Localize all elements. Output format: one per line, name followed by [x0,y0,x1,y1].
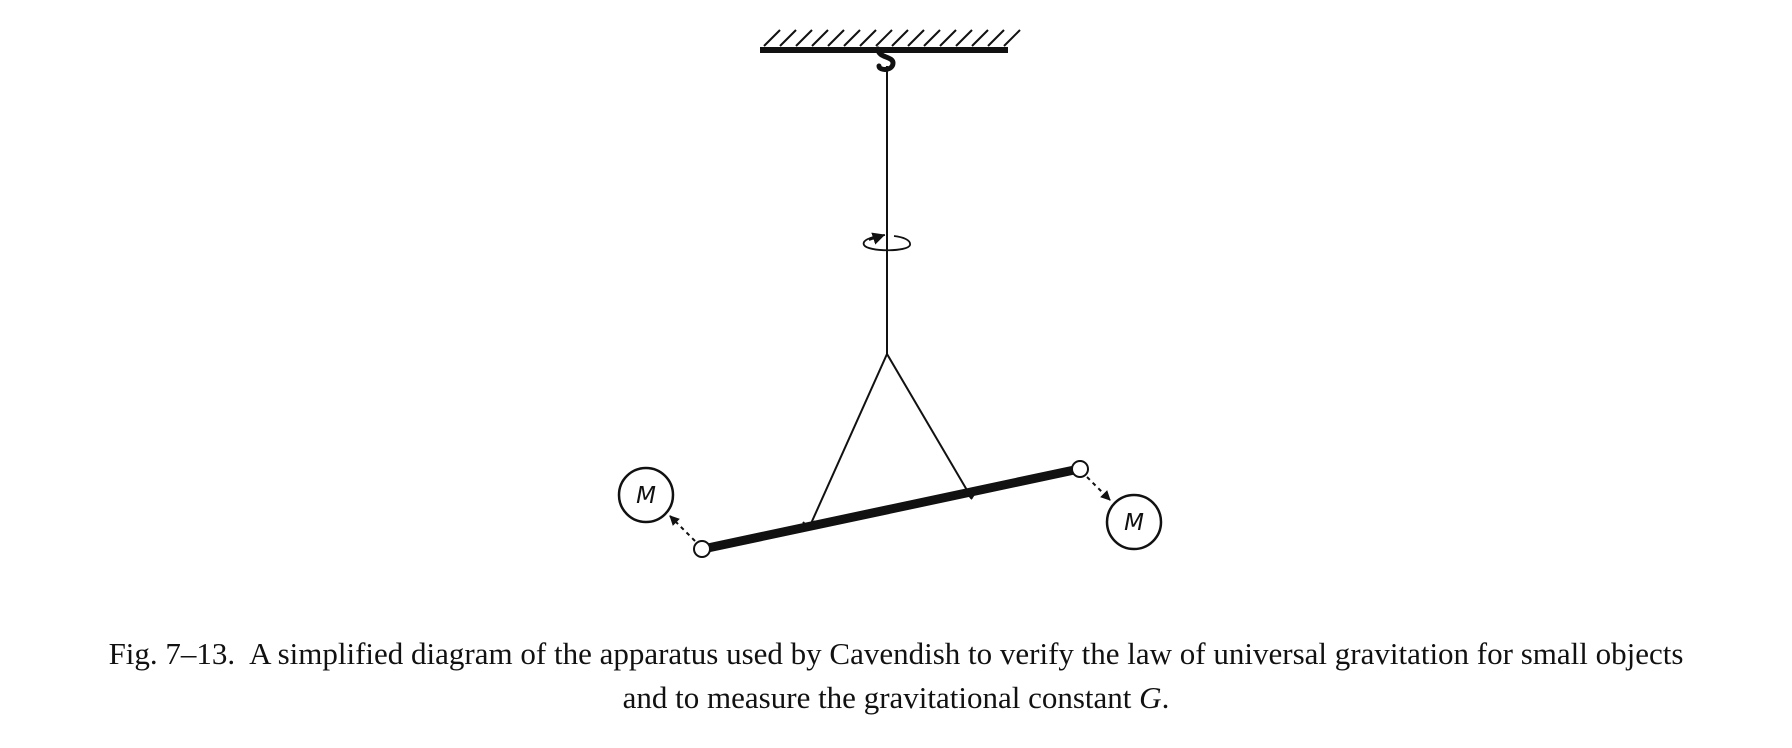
cavendish-apparatus-diagram: M M [617,29,1163,558]
large-mass-right-label: M [1124,510,1144,536]
suspension-wires [808,353,972,529]
large-mass-left: M [617,466,675,524]
caption-figure-label: Fig. 7–13. [108,636,236,671]
large-mass-left-label: M [636,483,656,509]
attraction-arrow-right [1086,476,1111,501]
caption-line-2: and to measure the gravitational constan… [0,676,1792,720]
figure-caption: Fig. 7–13. A simplified diagram of the ap… [0,632,1792,720]
caption-line-1-text: A simplified diagram of the apparatus us… [249,636,1684,671]
caption-line-1: Fig. 7–13. A simplified diagram of the ap… [0,632,1792,676]
caption-constant-symbol: G [1139,680,1162,715]
small-mass-right [1071,460,1089,478]
large-mass-right: M [1105,493,1163,551]
small-mass-left [693,540,711,558]
caption-line-2-text: and to measure the gravitational constan… [622,680,1140,715]
rotation-arrow-icon [862,232,911,252]
attraction-arrow-left [669,515,696,542]
torsion-rod [702,464,1080,554]
hook [875,46,896,72]
ceiling-support [760,29,1021,53]
ceiling-hatching [763,29,1021,47]
caption-line-2-end: . [1161,680,1170,715]
